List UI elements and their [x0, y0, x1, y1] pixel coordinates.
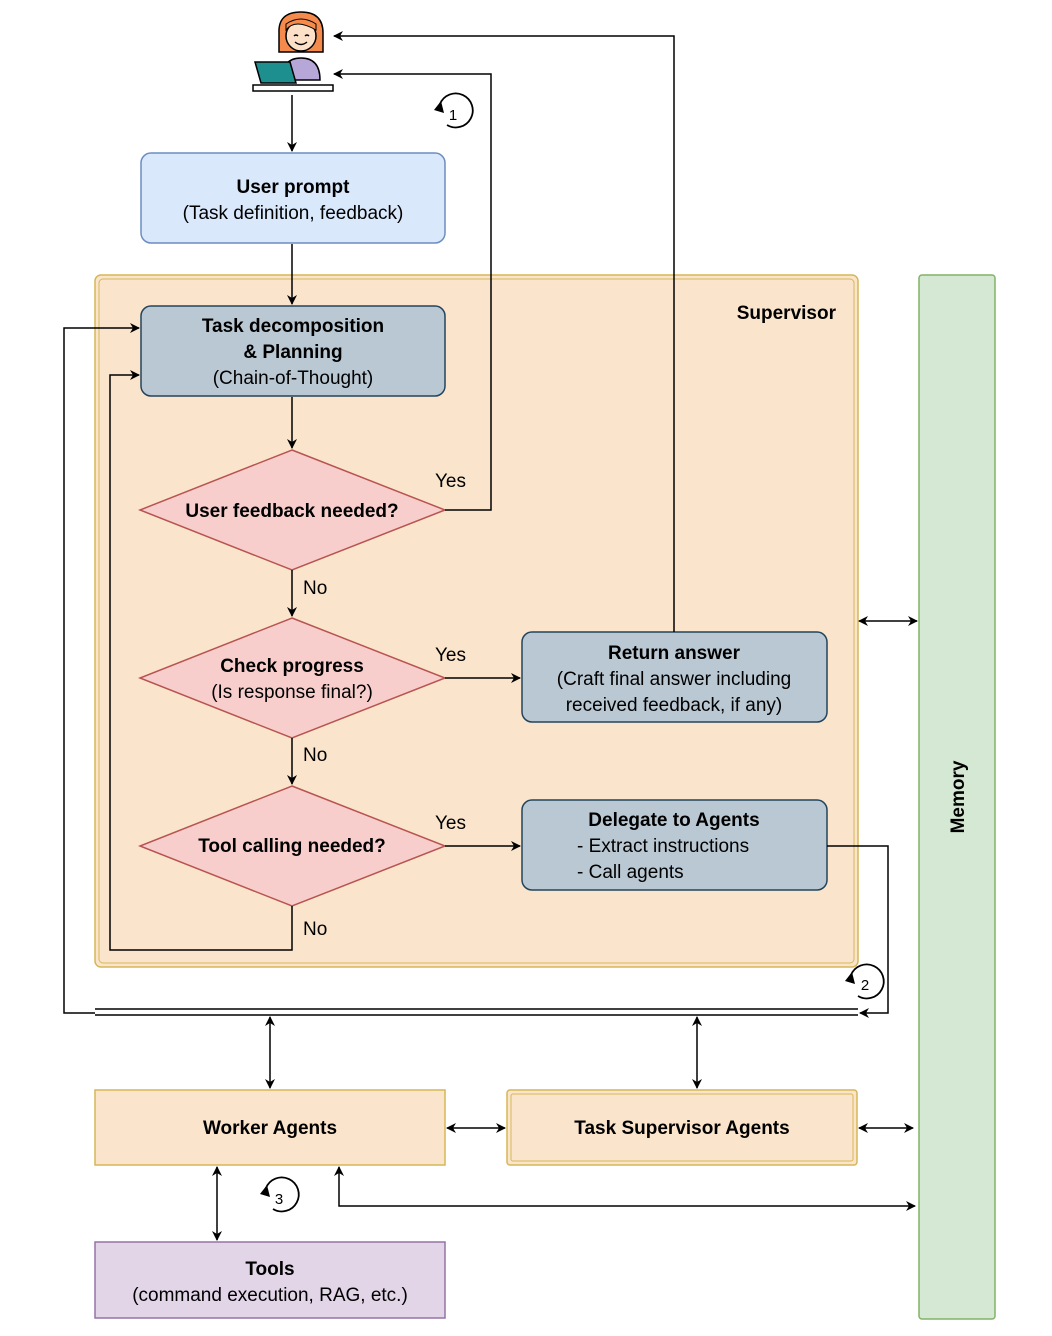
edge-label-yes-progress: Yes [435, 645, 466, 666]
edge-label-yes-feedback: Yes [435, 471, 466, 492]
task-decomposition-title-2: & Planning [243, 342, 342, 363]
arrow-tool-no-loop [109, 370, 293, 951]
return-answer-box: Return answer (Craft final answer includ… [521, 631, 828, 723]
task-decomposition-subtitle: (Chain-of-Thought) [213, 368, 374, 389]
user-at-laptop-icon [252, 11, 334, 92]
edge-label-no-feedback: No [303, 578, 327, 599]
worker-agents-label: Worker Agents [203, 1118, 337, 1139]
arrow-bus-to-planning [63, 323, 140, 1014]
loop-1-number: 1 [449, 107, 457, 124]
memory-label: Memory [948, 760, 969, 833]
user-prompt-title: User prompt [237, 177, 351, 198]
delegate-title: Delegate to Agents [588, 810, 759, 831]
check-progress-title: Check progress [220, 656, 364, 677]
loop-2-icon: 2 [845, 963, 885, 1000]
check-progress-subtitle: (Is response final?) [211, 682, 373, 703]
return-answer-title: Return answer [608, 643, 741, 664]
delegate-line2: - Call agents [577, 862, 684, 883]
connectors [63, 31, 918, 1241]
delegate-box: Delegate to Agents - Extract instruction… [521, 799, 828, 891]
memory-block: Memory [918, 274, 996, 1320]
loop-2-number: 2 [861, 977, 869, 994]
edge-label-no-tool: No [303, 919, 327, 940]
tools-title: Tools [245, 1259, 294, 1280]
return-answer-line2: received feedback, if any) [566, 695, 783, 716]
edge-label-yes-tool: Yes [435, 813, 466, 834]
task-decomposition-box: Task decomposition & Planning (Chain-of-… [140, 305, 446, 397]
arrow-worker-memory [334, 1166, 916, 1211]
user-prompt-box: User prompt (Task definition, feedback) [140, 152, 446, 244]
tools-subtitle: (command execution, RAG, etc.) [132, 1285, 408, 1306]
return-answer-line1: (Craft final answer including [557, 669, 791, 690]
user-feedback-label: User feedback needed? [185, 501, 398, 522]
tool-calling-decision: Tool calling needed? [137, 785, 448, 907]
worker-agents-box: Worker Agents [94, 1089, 446, 1166]
loop-3-number: 3 [275, 1191, 283, 1208]
arrow-feedback-yes-to-user [333, 69, 492, 511]
loop-3-icon: 3 [260, 1176, 300, 1213]
arrow-delegate-to-bus [827, 845, 889, 1018]
task-supervisor-agents-box: Task Supervisor Agents [506, 1089, 858, 1166]
edge-label-no-progress: No [303, 745, 327, 766]
supervisor-label: Supervisor [737, 303, 837, 324]
tools-box: Tools (command execution, RAG, etc.) [94, 1241, 446, 1319]
tool-calling-label: Tool calling needed? [198, 836, 386, 857]
user-prompt-subtitle: (Task definition, feedback) [183, 203, 404, 224]
task-supervisor-agents-label: Task Supervisor Agents [574, 1118, 789, 1139]
task-decomposition-title-1: Task decomposition [202, 316, 384, 337]
delegate-line1: - Extract instructions [577, 836, 749, 857]
arrow-return-to-user [333, 31, 675, 632]
loop-1-icon: 1 [434, 92, 474, 129]
